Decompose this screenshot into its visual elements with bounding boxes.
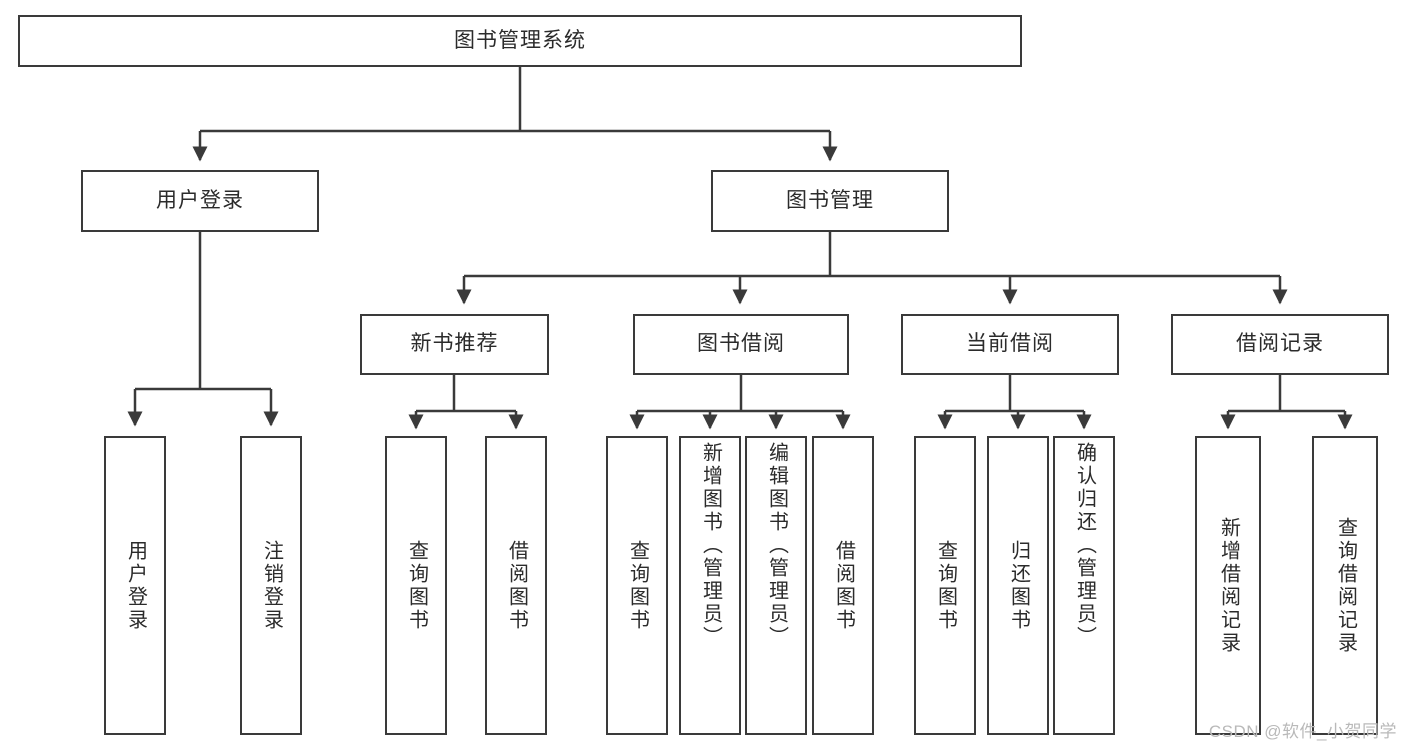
leaf-node-add-book[interactable]: 新增图书（管理员） xyxy=(679,436,741,735)
node-book-borrow-label: 图书借阅 xyxy=(697,332,785,356)
leaf-label: 用户登录 xyxy=(124,539,147,632)
leaf-node-query-book-3[interactable]: 查询图书 xyxy=(914,436,976,735)
leaf-label: 新增借阅记录 xyxy=(1217,516,1240,655)
node-current-borrow-label: 当前借阅 xyxy=(966,332,1054,356)
leaf-node-logout[interactable]: 注销登录 xyxy=(240,436,302,735)
leaf-node-user-login[interactable]: 用户登录 xyxy=(104,436,166,735)
node-user-login[interactable]: 用户登录 xyxy=(81,170,319,232)
leaf-label: 借阅图书 xyxy=(505,539,528,632)
leaf-label: 查询图书 xyxy=(934,539,957,632)
leaf-node-confirm-return[interactable]: 确认归还（管理员） xyxy=(1053,436,1115,735)
node-root-label: 图书管理系统 xyxy=(454,28,586,52)
leaf-node-add-record[interactable]: 新增借阅记录 xyxy=(1195,436,1261,735)
leaf-label: 查询图书 xyxy=(405,539,428,632)
leaf-node-query-book-2[interactable]: 查询图书 xyxy=(606,436,668,735)
leaf-label: 借阅图书 xyxy=(832,539,855,632)
leaf-node-query-record[interactable]: 查询借阅记录 xyxy=(1312,436,1378,735)
leaf-label: 新增图书（管理员） xyxy=(699,442,722,649)
node-book-borrow[interactable]: 图书借阅 xyxy=(633,314,849,375)
node-new-book-rec[interactable]: 新书推荐 xyxy=(360,314,549,375)
node-new-book-rec-label: 新书推荐 xyxy=(410,332,499,356)
node-user-login-label: 用户登录 xyxy=(156,188,244,212)
leaf-node-query-book-1[interactable]: 查询图书 xyxy=(385,436,447,735)
leaf-node-return-book[interactable]: 归还图书 xyxy=(987,436,1049,735)
node-book-manage-label: 图书管理 xyxy=(786,188,874,212)
leaf-node-borrow-book-2[interactable]: 借阅图书 xyxy=(812,436,874,735)
node-root[interactable]: 图书管理系统 xyxy=(18,15,1022,67)
leaf-node-borrow-book-1[interactable]: 借阅图书 xyxy=(485,436,547,735)
leaf-label: 编辑图书（管理员） xyxy=(765,442,788,649)
node-borrow-record[interactable]: 借阅记录 xyxy=(1171,314,1389,375)
node-borrow-record-label: 借阅记录 xyxy=(1236,332,1324,356)
leaf-label: 归还图书 xyxy=(1007,539,1030,632)
leaf-label: 确认归还（管理员） xyxy=(1073,442,1096,649)
leaf-label: 注销登录 xyxy=(260,539,283,632)
node-current-borrow[interactable]: 当前借阅 xyxy=(901,314,1119,375)
leaf-label: 查询借阅记录 xyxy=(1334,516,1357,655)
leaf-node-edit-book[interactable]: 编辑图书（管理员） xyxy=(745,436,807,735)
node-book-manage[interactable]: 图书管理 xyxy=(711,170,949,232)
leaf-label: 查询图书 xyxy=(626,539,649,632)
